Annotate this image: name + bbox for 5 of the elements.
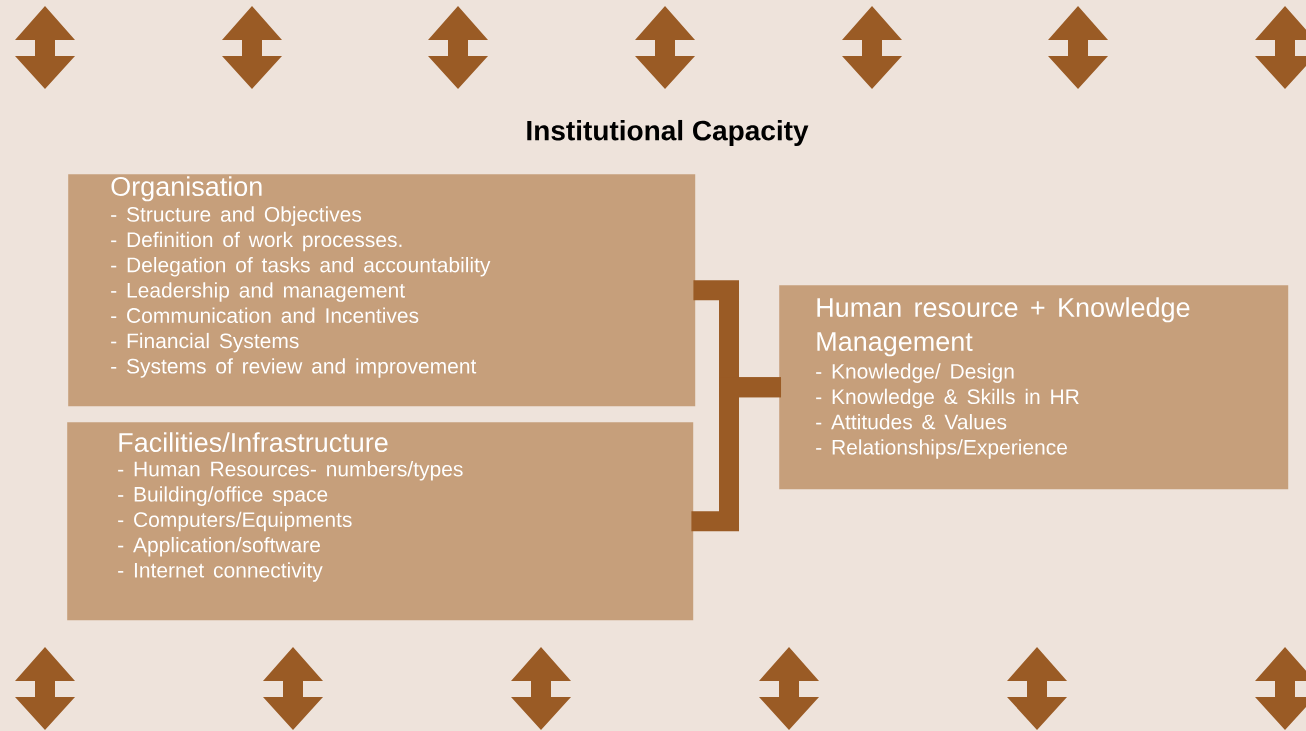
text-box: Facilities/Infrastructure - Human Resources- numbers/types - Building/office space - Computers/Equipments - Application/software - Internet connectivity [67, 422, 694, 621]
text-box: Human resource + Knowledge Management - Knowledge/ Design - Knowledge & Skills in HR - Attitudes & Values - Relationships/Experience [779, 285, 1289, 490]
title: Institutional Capacity [527, 119, 809, 147]
bracket-connector [691, 377, 781, 532]
text-box: Organisation - Structure and Objectives - Definition of work processes. - Delegation of tasks and accountability - Leadership and management - Communication and Incentives - Financial Systems - Systems of review and improvement [68, 174, 696, 407]
